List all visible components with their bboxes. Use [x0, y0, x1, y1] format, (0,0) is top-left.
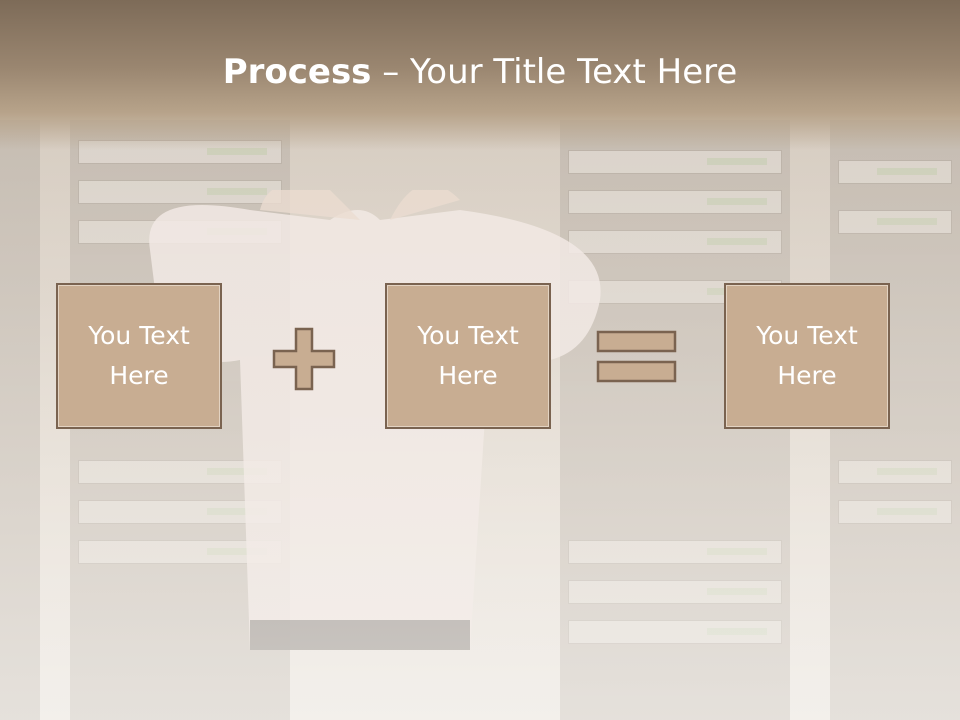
process-box-3: You Text Here — [724, 283, 890, 429]
process-box-label: You Text Here — [88, 321, 190, 390]
slide-title: Process – Your Title Text Here — [0, 52, 960, 92]
process-box-label: You Text Here — [417, 321, 519, 390]
process-box-label: You Text Here — [756, 321, 858, 390]
title-rest: – Your Title Text Here — [371, 52, 738, 92]
title-bold: Process — [222, 52, 372, 92]
equals-icon — [596, 330, 678, 386]
process-box-1: You Text Here — [56, 283, 222, 429]
process-box-2: You Text Here — [385, 283, 551, 429]
plus-icon — [272, 327, 336, 391]
title-band — [0, 0, 960, 150]
